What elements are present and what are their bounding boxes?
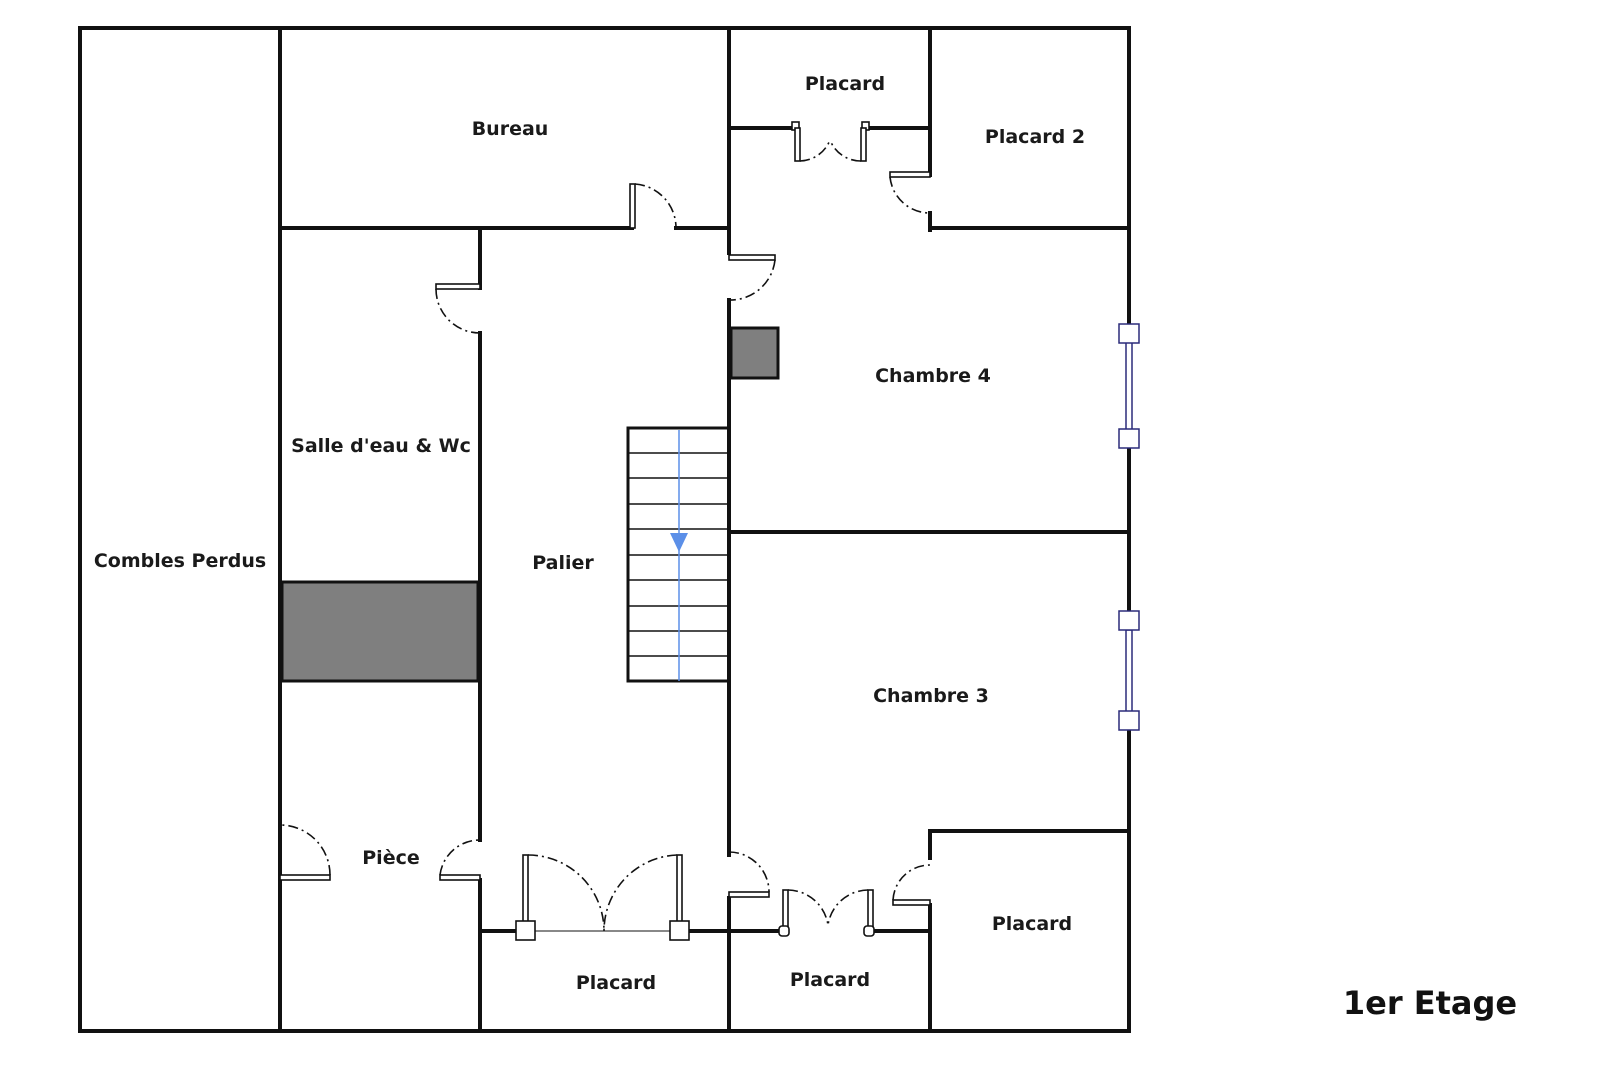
shaft-block xyxy=(280,580,480,683)
door-placard-top xyxy=(791,121,870,162)
chimney-block xyxy=(729,326,780,380)
label-placard-bottom-right: Placard xyxy=(992,913,1072,935)
door-piece-east xyxy=(439,839,481,881)
door-chambre-4 xyxy=(728,254,776,301)
door-placard-bottom-mid xyxy=(778,889,875,937)
dark-blocks xyxy=(280,326,780,683)
windows xyxy=(1118,323,1140,731)
door-placard-bottom-left xyxy=(515,854,690,941)
label-piece: Pièce xyxy=(362,847,419,869)
room-labels: Combles Perdus Bureau Placard Placard 2 … xyxy=(94,73,1085,994)
label-placard-2: Placard 2 xyxy=(985,126,1085,148)
door-bureau xyxy=(629,183,677,229)
label-chambre-4: Chambre 4 xyxy=(875,365,991,387)
floor-title: 1er Etage xyxy=(1343,984,1517,1022)
label-palier: Palier xyxy=(532,552,594,574)
door-piece-west xyxy=(279,824,331,881)
window-chambre-3 xyxy=(1118,610,1140,731)
door-placard-bottom-right xyxy=(892,864,931,906)
label-salle-eau: Salle d'eau & Wc xyxy=(291,435,471,457)
window-chambre-4 xyxy=(1118,323,1140,449)
label-bureau: Bureau xyxy=(472,118,549,140)
stair-arrow-icon xyxy=(670,533,688,552)
label-chambre-3: Chambre 3 xyxy=(873,685,989,707)
door-chambre-3 xyxy=(728,851,770,898)
label-placard-bottom-mid: Placard xyxy=(790,969,870,991)
label-placard-top: Placard xyxy=(805,73,885,95)
staircase xyxy=(626,426,731,683)
label-placard-bottom-left: Placard xyxy=(576,972,656,994)
outer-walls xyxy=(78,26,1131,1033)
door-placard-2 xyxy=(889,171,931,214)
door-salle-eau xyxy=(435,283,481,334)
interior-walls xyxy=(278,26,1131,1033)
doors xyxy=(279,121,931,941)
label-combles-perdus: Combles Perdus xyxy=(94,550,266,572)
